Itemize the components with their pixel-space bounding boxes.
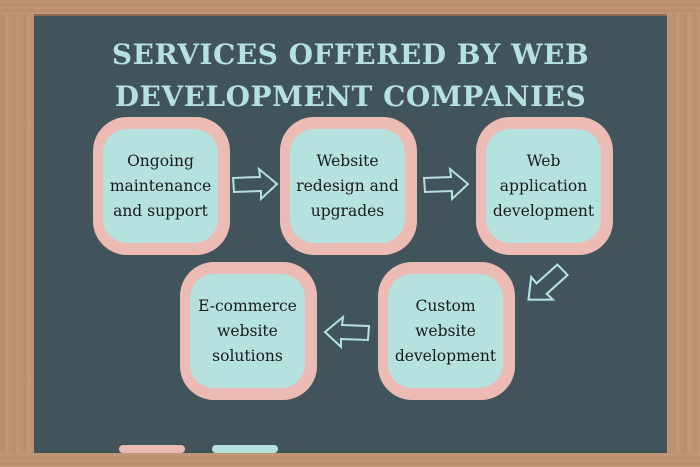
arrow-left-icon — [323, 314, 371, 350]
arrow-right-icon — [422, 166, 470, 202]
step-box-1: Ongoing maintenance and support — [93, 117, 230, 255]
step-box-2: Website redesign and upgrades — [280, 117, 417, 255]
step-box-4: Custom website development — [378, 262, 515, 400]
step-label: Web application development — [486, 129, 601, 243]
page-title: SERVICES OFFERED BY WEB DEVELOPMENT COMP… — [111, 38, 590, 113]
pink-chalk — [119, 445, 185, 453]
step-label: E-commerce website solutions — [190, 274, 305, 388]
frame-bottom — [0, 453, 700, 467]
frame-top — [0, 0, 700, 14]
step-box-3: Web application development — [476, 117, 613, 255]
arrow-down-left-icon — [527, 263, 570, 301]
arrow-right-icon — [231, 166, 279, 202]
step-box-5: E-commerce website solutions — [180, 262, 317, 400]
step-label: Ongoing maintenance and support — [103, 129, 218, 243]
step-label: Custom website development — [388, 274, 503, 388]
step-label: Website redesign and upgrades — [290, 129, 405, 243]
teal-chalk — [212, 445, 278, 453]
